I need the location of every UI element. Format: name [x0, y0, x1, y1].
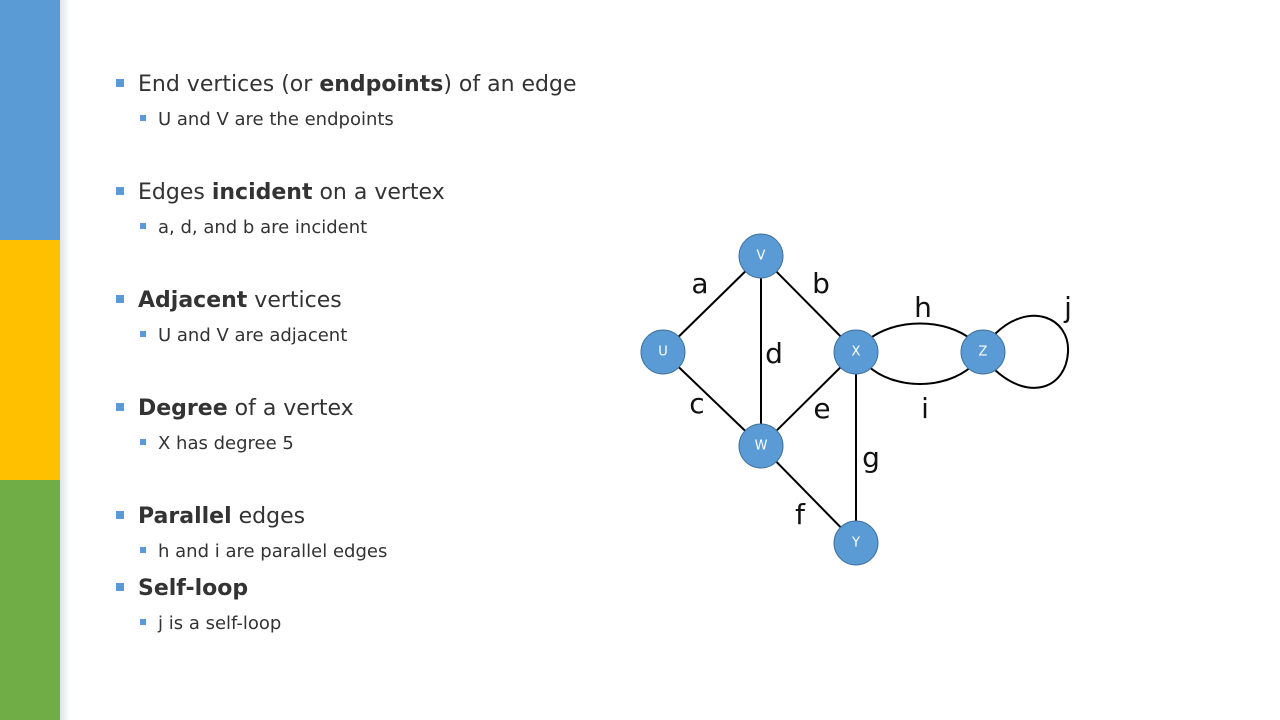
bullet-bold-term: Degree	[138, 396, 228, 421]
sidebar-yellow-segment	[0, 240, 60, 480]
edge-a	[662, 255, 762, 353]
edge-label-d: d	[765, 337, 783, 370]
edge-label-b: b	[812, 267, 830, 300]
sidebar-decoration	[0, 0, 70, 720]
edge-label-h: h	[914, 291, 932, 324]
subbullet-self-loop: j is a self-loop	[140, 613, 281, 634]
bullet-marker-icon	[140, 547, 146, 553]
edge-h	[867, 322, 973, 341]
bullet-self-loop: Self-loop	[116, 576, 248, 601]
subbullet-degree: X has degree 5	[140, 433, 294, 454]
vertex-label-y: Y	[851, 536, 860, 551]
vertex-label-x: X	[852, 345, 861, 360]
bullet-endpoints: End vertices (or endpoints) of an edge	[116, 72, 577, 97]
bullet-marker-icon	[140, 223, 146, 229]
subbullet-text: U and V are adjacent	[158, 325, 348, 346]
bullet-marker-icon	[116, 295, 124, 303]
bullet-text: edges	[231, 504, 306, 529]
vertex-label-w: W	[755, 439, 768, 454]
sidebar-green-segment	[0, 480, 60, 720]
edge-label-i: i	[921, 392, 929, 425]
bullet-bold-term: Parallel	[138, 504, 232, 529]
edge-i	[867, 365, 973, 385]
edge-label-f: f	[795, 498, 806, 531]
bullet-bold-term: Adjacent	[138, 288, 248, 313]
bullet-text: on a vertex	[312, 180, 445, 205]
bullet-marker-icon	[140, 331, 146, 337]
vertex-v	[738, 233, 784, 279]
bullet-adjacent: Adjacent vertices	[116, 288, 342, 313]
bullet-bold-term: endpoints	[319, 72, 444, 97]
edge-j-self-loop	[994, 314, 1070, 389]
vertex-y	[833, 520, 879, 566]
bullet-text: vertices	[247, 288, 342, 313]
bullet-bold-term: Self-loop	[138, 576, 249, 601]
subbullet-text: a, d, and b are incident	[158, 217, 368, 238]
bullet-marker-icon	[116, 403, 124, 411]
bullet-marker-icon	[116, 583, 124, 591]
subbullet-parallel: h and i are parallel edges	[140, 541, 387, 562]
vertex-label-z: Z	[979, 345, 988, 360]
vertex-x	[833, 329, 879, 375]
subbullet-text: j is a self-loop	[158, 613, 282, 634]
bullet-marker-icon	[140, 115, 146, 121]
subbullet-text: h and i are parallel edges	[158, 541, 388, 562]
edge-label-a: a	[691, 267, 708, 300]
bullet-text: ) of an edge	[443, 72, 577, 97]
bullet-incident: Edges incident on a vertex	[116, 180, 445, 205]
bullet-parallel: Parallel edges	[116, 504, 305, 529]
bullet-marker-icon	[140, 619, 146, 625]
bullet-text: Edges	[138, 180, 212, 205]
edge-label-j: j	[1063, 291, 1072, 324]
bullet-marker-icon	[116, 187, 124, 195]
bullet-text: of a vertex	[227, 396, 354, 421]
subbullet-endpoints: U and V are the endpoints	[140, 109, 394, 130]
vertex-z	[960, 329, 1006, 375]
edge-b	[760, 255, 857, 353]
edge-label-e: e	[813, 392, 830, 425]
bullet-bold-term: incident	[211, 180, 313, 205]
bullet-text: End vertices (or	[138, 72, 320, 97]
sidebar-blue-segment	[0, 0, 60, 240]
edge-label-g: g	[862, 441, 880, 474]
vertex-w	[738, 423, 784, 469]
vertex-u	[640, 329, 686, 375]
edge-label-c: c	[689, 387, 704, 420]
sidebar-shadow	[60, 0, 70, 720]
subbullet-text: U and V are the endpoints	[158, 109, 394, 130]
subbullet-adjacent: U and V are adjacent	[140, 325, 347, 346]
bullet-marker-icon	[116, 79, 124, 87]
edge-f	[760, 445, 857, 544]
bullet-marker-icon	[140, 439, 146, 445]
edge-c	[662, 351, 762, 447]
bullet-marker-icon	[116, 511, 124, 519]
vertex-label-u: U	[658, 345, 668, 360]
bullet-degree: Degree of a vertex	[116, 396, 354, 421]
vertex-label-v: V	[757, 249, 766, 264]
subbullet-incident: a, d, and b are incident	[140, 217, 367, 238]
subbullet-text: X has degree 5	[158, 433, 294, 454]
